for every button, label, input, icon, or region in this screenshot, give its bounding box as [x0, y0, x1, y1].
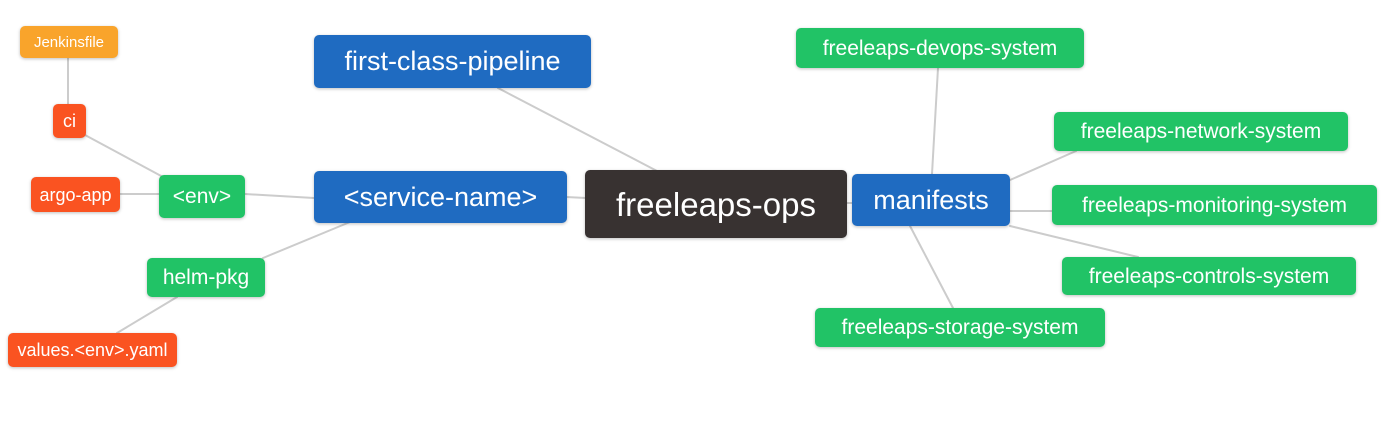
edge-ops-first-class-pipeline	[497, 87, 658, 172]
node-freeleaps-monitoring-system[interactable]: freeleaps-monitoring-system	[1052, 185, 1377, 225]
edge-helm-pkg-values	[116, 296, 178, 334]
edge-env-ci	[84, 134, 164, 178]
node-service-name[interactable]: <service-name>	[314, 171, 567, 223]
node-freeleaps-ops-root[interactable]: freeleaps-ops	[585, 170, 847, 238]
edge-service-name-env	[244, 193, 315, 199]
node-ci[interactable]: ci	[53, 104, 86, 138]
edge-manifests-storage-system	[909, 225, 954, 309]
edge-manifests-network-system	[1009, 150, 1077, 181]
node-values-env-yaml[interactable]: values.<env>.yaml	[8, 333, 177, 367]
edge-manifests-devops-system	[931, 67, 939, 175]
edge-ops-service-name	[565, 196, 587, 199]
edge-service-name-helm-pkg	[262, 221, 351, 259]
node-env[interactable]: <env>	[159, 175, 245, 218]
node-argo-app[interactable]: argo-app	[31, 177, 120, 212]
node-manifests[interactable]: manifests	[852, 174, 1010, 226]
node-first-class-pipeline[interactable]: first-class-pipeline	[314, 35, 591, 88]
node-helm-pkg[interactable]: helm-pkg	[147, 258, 265, 297]
node-freeleaps-storage-system[interactable]: freeleaps-storage-system	[815, 308, 1105, 347]
edge-manifests-controls-system	[1009, 225, 1139, 258]
node-freeleaps-devops-system[interactable]: freeleaps-devops-system	[796, 28, 1084, 68]
node-freeleaps-network-system[interactable]: freeleaps-network-system	[1054, 112, 1348, 151]
node-freeleaps-controls-system[interactable]: freeleaps-controls-system	[1062, 257, 1356, 295]
node-jenkinsfile[interactable]: Jenkinsfile	[20, 26, 118, 58]
